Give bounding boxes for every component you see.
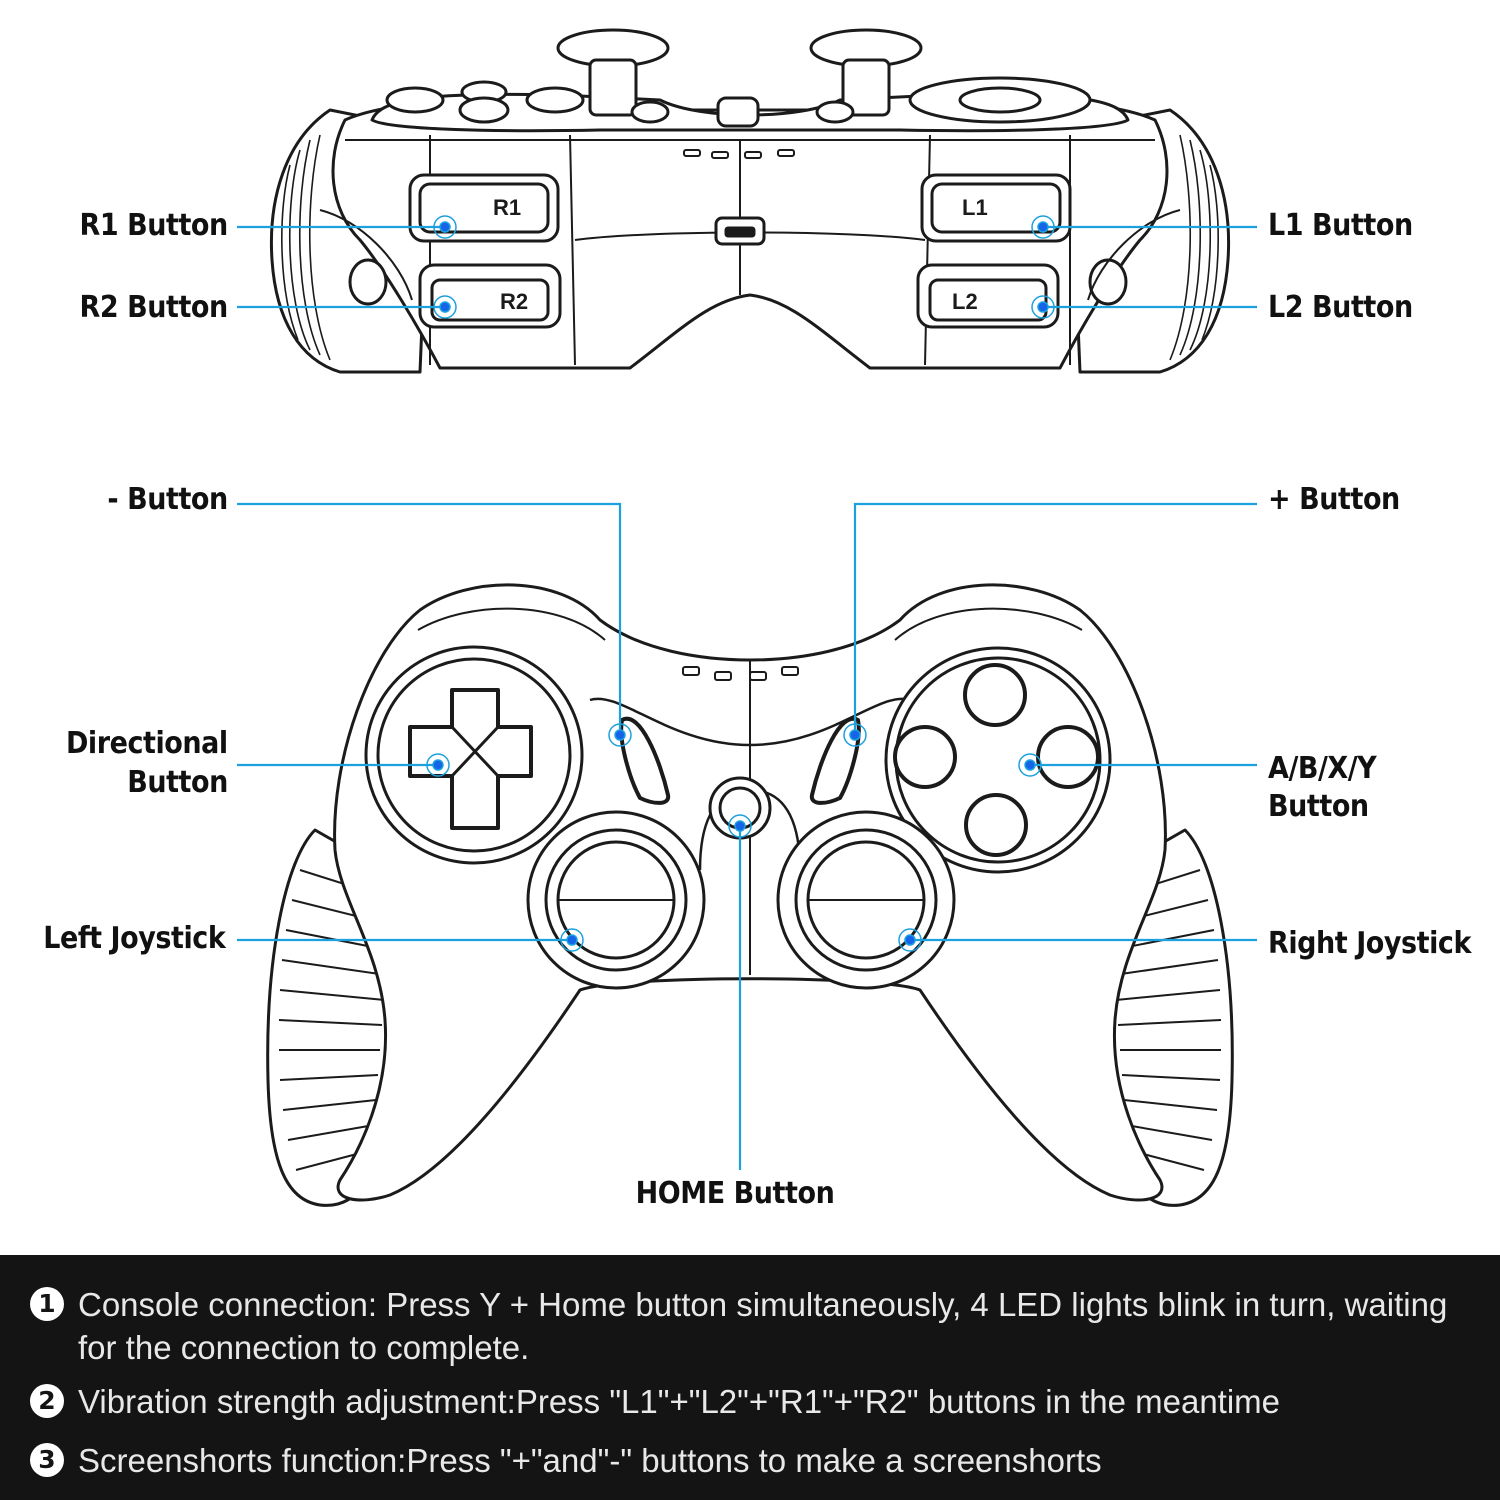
label-plus-button: + Button [1268, 482, 1400, 517]
label-abxy-button: A/B/X/Y Button [1268, 751, 1377, 824]
dot-r1 [433, 215, 457, 239]
dot-abxy [1018, 753, 1042, 777]
b-button-shape [1036, 725, 1100, 789]
y-button-shape [963, 663, 1027, 727]
label-r1-button: R1 Button [79, 208, 229, 243]
label-directional-line1: Directional [66, 726, 228, 761]
grip-ribs-top [281, 134, 1219, 361]
step-number-1: 1 [30, 1287, 64, 1321]
controller-diagram: R1 R2 L1 L2 [237, 28, 1257, 1207]
label-l1-button: L1 Button [1268, 208, 1413, 243]
minus-button-shape [619, 716, 671, 805]
dot-minus [608, 723, 632, 747]
label-l2-button: L2 Button [1268, 290, 1413, 325]
instruction-text-1: Console connection: Press Y + Home butto… [78, 1286, 1448, 1366]
label-directional-line2: Button [127, 765, 228, 800]
label-minus-button: - Button [107, 482, 229, 517]
dot-left-joystick [560, 928, 584, 952]
dot-l2 [1031, 295, 1055, 319]
dot-right-joystick [898, 928, 922, 952]
controller-front-view [266, 583, 1234, 1207]
step-number-3: 3 [30, 1443, 64, 1477]
r1-button-shape [418, 182, 550, 234]
plus-button-shape [809, 716, 861, 805]
x-button-shape [893, 725, 957, 789]
r1-mark: R1 [493, 195, 521, 220]
callout-minus [237, 502, 622, 735]
instructions-panel: 1 Console connection: Press Y + Home but… [0, 1255, 1500, 1500]
dot-r2 [433, 295, 457, 319]
dot-plus [843, 723, 867, 747]
label-home-button: HOME Button [635, 1176, 835, 1211]
l2-mark: L2 [952, 289, 978, 314]
callout-lines [237, 225, 1257, 1170]
callout-dots [426, 215, 1055, 952]
callout-plus [853, 502, 1257, 735]
label-r2-button: R2 Button [79, 290, 229, 325]
l2-button-shape [928, 278, 1048, 322]
l1-mark: L1 [962, 195, 988, 220]
instruction-text-3: Screenshorts function:Press "+"and"-" bu… [78, 1442, 1102, 1479]
a-button-shape [964, 793, 1028, 857]
r2-button-shape [430, 278, 550, 322]
controller-top-view [269, 28, 1231, 374]
label-left-joystick: Left Joystick [42, 921, 226, 956]
step-number-2: 2 [30, 1384, 64, 1418]
dot-home [728, 814, 752, 838]
instruction-text-2: Vibration strength adjustment:Press "L1"… [78, 1383, 1281, 1420]
dot-directional [426, 753, 450, 777]
l1-button-shape [930, 182, 1062, 234]
dot-l1 [1031, 215, 1055, 239]
r2-mark: R2 [500, 289, 528, 314]
label-right-joystick: Right Joystick [1268, 926, 1471, 961]
